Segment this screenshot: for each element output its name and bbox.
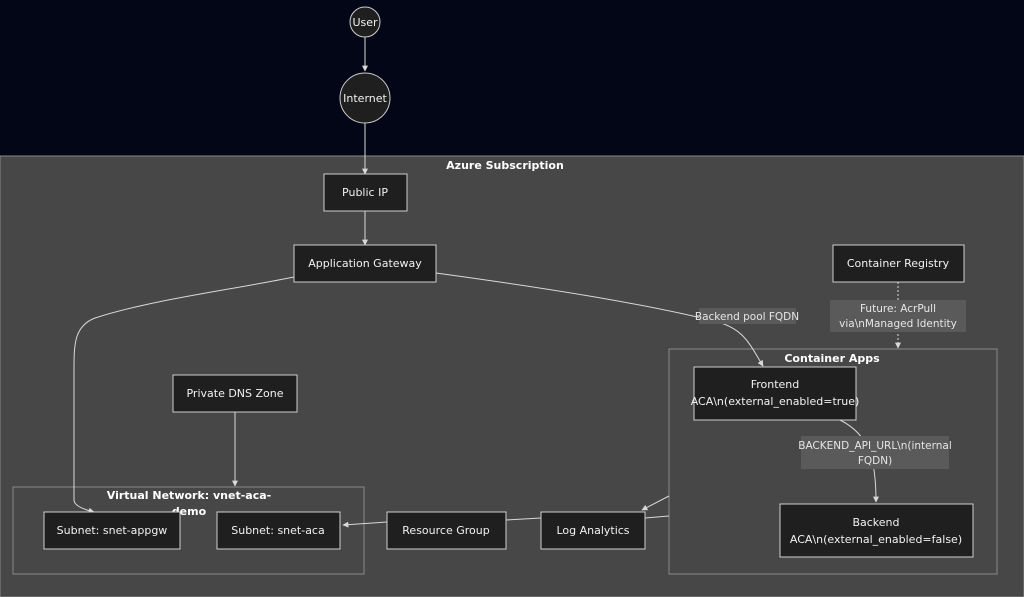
cluster-virtual-network: Virtual Network: vnet-aca- demo: [12, 486, 365, 575]
node-internet[interactable]: Internet: [339, 72, 391, 124]
node-user[interactable]: User: [349, 6, 381, 38]
node-subnet-appgw-label: Subnet: snet-appgw: [57, 524, 168, 537]
edge-label-backend-api-line2: FQDN): [858, 455, 892, 467]
edge-appgw-subnet-appgw: [73, 276, 295, 514]
edge-label-backend-pool-text: Backend pool FQDN: [695, 311, 799, 323]
node-public-ip-label: Public IP: [342, 186, 388, 199]
node-resource-group[interactable]: Resource Group: [386, 511, 507, 550]
node-container-registry-label: Container Registry: [847, 257, 950, 270]
cluster-container-apps-label: Container Apps: [784, 352, 880, 365]
node-container-registry[interactable]: Container Registry: [832, 244, 965, 283]
edges: [73, 37, 901, 528]
edge-label-future-line2: via\nManaged Identity: [839, 318, 957, 330]
edge-label-backend-api-line1: BACKEND_API_URL\n(internal: [798, 440, 952, 452]
node-backend-label-line2: ACA\n(external_enabled=false): [790, 533, 962, 546]
node-public-ip[interactable]: Public IP: [323, 173, 408, 212]
node-application-gateway-label: Application Gateway: [308, 257, 422, 270]
node-log-analytics-label: Log Analytics: [556, 524, 629, 537]
edge-label-backend-api: BACKEND_API_URL\n(internal FQDN): [798, 436, 952, 469]
node-private-dns-zone-label: Private DNS Zone: [186, 387, 283, 400]
cluster-vnet-label-line1: Virtual Network: vnet-aca-: [107, 489, 271, 502]
edge-container-apps-log-analytics-2: [644, 515, 670, 519]
edge-label-backend-pool: Backend pool FQDN: [695, 308, 799, 324]
edge-log-analytics-resource-group: [505, 517, 542, 521]
node-frontend-label-line2: ACA\n(external_enabled=true): [691, 395, 860, 408]
node-backend[interactable]: Backend ACA\n(external_enabled=false): [779, 503, 974, 558]
edge-label-future-line1: Future: AcrPull: [860, 303, 936, 315]
cluster-vnet-label-line2: demo: [172, 505, 207, 518]
node-subnet-appgw[interactable]: Subnet: snet-appgw: [43, 511, 181, 550]
node-subnet-aca-label: Subnet: snet-aca: [231, 524, 324, 537]
edge-appgw-frontend: [435, 272, 764, 367]
edge-resource-group-subnet-aca: [342, 521, 388, 528]
node-application-gateway[interactable]: Application Gateway: [293, 244, 437, 283]
node-backend-label-line1: Backend: [852, 516, 899, 529]
node-subnet-aca[interactable]: Subnet: snet-aca: [216, 511, 341, 550]
edge-container-apps-log-analytics: [641, 495, 670, 511]
node-frontend[interactable]: Frontend ACA\n(external_enabled=true): [691, 366, 860, 421]
node-private-dns-zone[interactable]: Private DNS Zone: [172, 374, 298, 413]
cluster-azure-subscription-label: Azure Subscription: [446, 159, 564, 172]
cluster-container-apps: Container Apps: [668, 348, 998, 575]
node-log-analytics[interactable]: Log Analytics: [540, 511, 646, 550]
node-frontend-label-line1: Frontend: [751, 378, 800, 391]
node-internet-label: Internet: [343, 92, 387, 105]
edge-label-future: Future: AcrPull via\nManaged Identity: [830, 300, 966, 332]
node-resource-group-label: Resource Group: [402, 524, 489, 537]
node-user-label: User: [352, 16, 378, 29]
